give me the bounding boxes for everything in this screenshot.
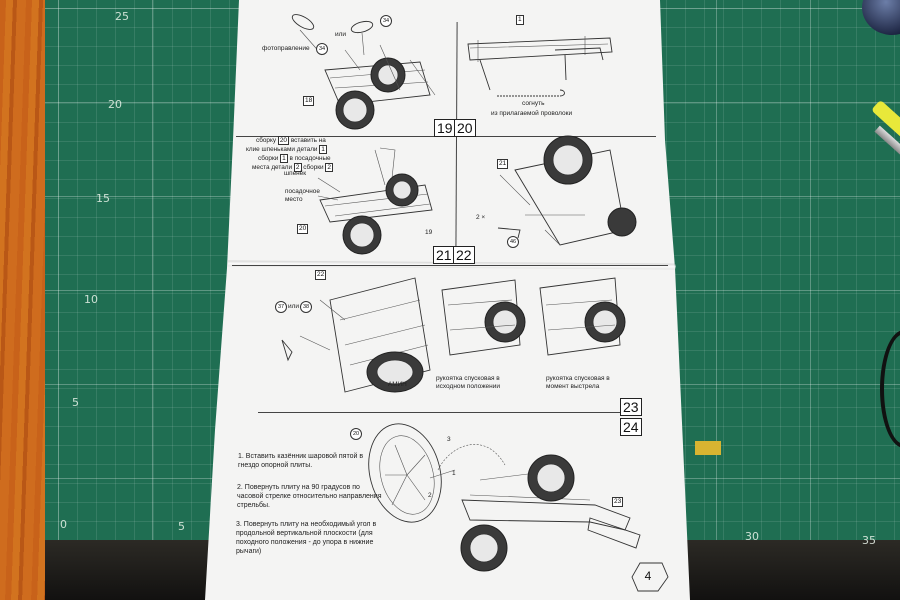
step21-ref-2b: 2 bbox=[325, 163, 334, 172]
step21-part-20: 20 bbox=[297, 224, 309, 234]
step24-instruction-1: 1. Вставить казённик шаровой пятой в гне… bbox=[238, 453, 364, 469]
step21-text-a: сборку bbox=[256, 137, 277, 144]
step21-text-b: вставить на bbox=[290, 137, 326, 144]
step21-seat-label: посадочное место bbox=[285, 188, 320, 203]
ruler-mark-15: 15 bbox=[96, 192, 110, 205]
step19-part-34a: 34 bbox=[316, 43, 328, 55]
step23-option-word: или bbox=[288, 303, 300, 310]
divider-row2 bbox=[232, 265, 668, 266]
step22-part-21: 21 bbox=[497, 159, 509, 169]
step21-ref-2a: 2 bbox=[293, 163, 302, 172]
step22-part-46: 46 bbox=[507, 236, 519, 248]
step21-text-f: места детали bbox=[252, 164, 293, 171]
ruler-mark-bottom-5: 5 bbox=[178, 520, 185, 533]
yellow-tape bbox=[695, 441, 721, 455]
ruler-mark-20: 20 bbox=[108, 98, 122, 111]
step21-instruction-line3: сборки 1 в посадочные bbox=[258, 154, 331, 163]
step21-text-d: сборки bbox=[258, 155, 279, 162]
step19-option-word: или bbox=[335, 31, 347, 38]
step19-part-18: 18 bbox=[303, 96, 315, 106]
ruler-mark-bottom-35: 35 bbox=[862, 534, 876, 547]
step-number-22: 22 bbox=[453, 246, 475, 264]
step23-part-37: 37 bbox=[275, 301, 287, 313]
step24-instruction-3: 3. Повернуть плиту на необходимый угол в… bbox=[236, 521, 377, 555]
ruler-mark-5: 5 bbox=[72, 396, 79, 409]
step21-instruction-line2: клие шпеньками детали 1 bbox=[246, 145, 327, 154]
step21-pin-label: шпенёк bbox=[284, 170, 307, 177]
step-number-24: 24 bbox=[620, 418, 642, 436]
step24-instruction-2: 2. Повернуть плиту на 90 градусов по час… bbox=[237, 484, 382, 509]
ruler-mark-10: 10 bbox=[84, 293, 98, 306]
step20-wire-label: из прилагаемой проволоки bbox=[491, 110, 573, 117]
step23-trigger-initial: рукоятка спусковая в исходном положении bbox=[436, 375, 501, 390]
step21-text-g: сборки bbox=[303, 164, 324, 171]
step24-sequence-3: 3 bbox=[447, 436, 451, 443]
step21-ref-20: 20 bbox=[277, 136, 290, 145]
step-number-21: 21 bbox=[433, 246, 455, 264]
ruler-mark-0: 0 bbox=[60, 518, 67, 531]
step21-part-19: 19 bbox=[425, 229, 433, 236]
step21-ref-1a: 1 bbox=[319, 145, 327, 154]
step24-part-20: 20 bbox=[350, 428, 362, 440]
step21-instruction-line4: места детали 2 сборки 2 bbox=[252, 163, 334, 172]
ruler-mark-25: 25 bbox=[115, 10, 129, 23]
step21-instruction-line1: сборку 20 вставить на bbox=[256, 136, 326, 145]
step21-text-c: клие шпеньками детали bbox=[246, 146, 318, 153]
step22-quantity: 2 × bbox=[476, 214, 486, 221]
ruler-mark-bottom-30: 30 bbox=[745, 530, 759, 543]
step20-part-1: 1 bbox=[516, 15, 524, 25]
step-number-20: 20 bbox=[454, 119, 476, 137]
step24-part-23: 23 bbox=[612, 497, 624, 507]
divider-row3 bbox=[258, 412, 642, 413]
step23-trigger-fire: рукоятка спусковая в момент выстрела bbox=[546, 375, 610, 390]
step-number-23: 23 bbox=[620, 398, 642, 416]
step24-sequence-2: 2 bbox=[428, 492, 432, 499]
step24-sequence-1: 1 bbox=[452, 470, 456, 477]
step23-part-22: 22 bbox=[315, 270, 327, 280]
step19-part-34b: 34 bbox=[380, 15, 392, 27]
step19-photoetch-label: фотоправление bbox=[262, 45, 310, 52]
step21-text-e: в посадочные bbox=[289, 155, 331, 162]
page-number: 4 bbox=[644, 569, 652, 583]
step23-part-38: 38 bbox=[300, 301, 312, 313]
step21-ref-1b: 1 bbox=[280, 154, 288, 163]
step20-bend-label: согнуть bbox=[522, 100, 545, 107]
step23-stencil: АМИН bbox=[388, 381, 407, 388]
